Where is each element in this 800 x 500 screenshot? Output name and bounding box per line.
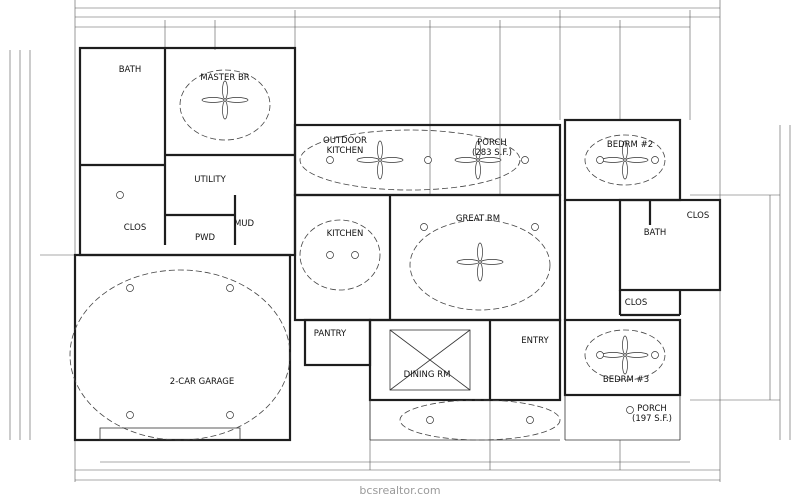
room-label-rear-porch-area: (283 S.F.) [472, 148, 512, 158]
room-label-outdoor-kitchen: OUTDOOR [323, 136, 367, 146]
room-label-garage: 2-CAR GARAGE [170, 377, 234, 387]
room-label-master-br: MASTER BR [200, 73, 250, 83]
room-label-bedrm-3: BEDRM #3 [603, 375, 649, 385]
ceiling-fan-icon [601, 140, 649, 180]
ceiling-fan-icon [456, 242, 504, 282]
light-fixture-icons [116, 156, 659, 424]
ceiling-fan-icon [454, 140, 502, 180]
room-label-pwd: PWD [195, 233, 216, 243]
room-label-rear-porch: PORCH [477, 138, 507, 148]
room-label-master-clos: CLOS [124, 223, 146, 233]
room-label-master-bath: BATH [119, 65, 142, 75]
room-label-utility: UTILITY [194, 175, 226, 185]
watermark: bcsrealtor.com [359, 484, 440, 497]
ceiling-fan-icon [201, 80, 249, 120]
room-label-outdoor-kitchen-2: KITCHEN [327, 146, 364, 156]
room-label-mud: MUD [234, 219, 255, 229]
room-label-entry: ENTRY [521, 336, 549, 346]
room-label-great-rm: GREAT RM [456, 214, 500, 224]
ceiling-fan-icon [356, 140, 404, 180]
room-labels: BATH MASTER BR UTILITY CLOS PWD MUD OUTD… [119, 65, 710, 424]
room-label-front-porch: PORCH [637, 404, 667, 414]
room-label-kitchen: KITCHEN [327, 229, 364, 239]
room-label-clos-3: CLOS [625, 298, 647, 308]
room-label-front-porch-area: (197 S.F.) [632, 414, 672, 424]
wiring-arcs [69, 69, 666, 441]
ceiling-fan-icons [201, 80, 649, 375]
room-label-bath-2: BATH [644, 228, 667, 238]
room-label-dining-rm: DINING RM [404, 370, 451, 380]
walls [73, 46, 722, 442]
room-label-pantry: PANTRY [314, 329, 347, 339]
room-label-clos-2: CLOS [687, 211, 709, 221]
ceiling-fan-icon [601, 335, 649, 375]
room-label-bedrm-2: BEDRM #2 [607, 140, 653, 150]
